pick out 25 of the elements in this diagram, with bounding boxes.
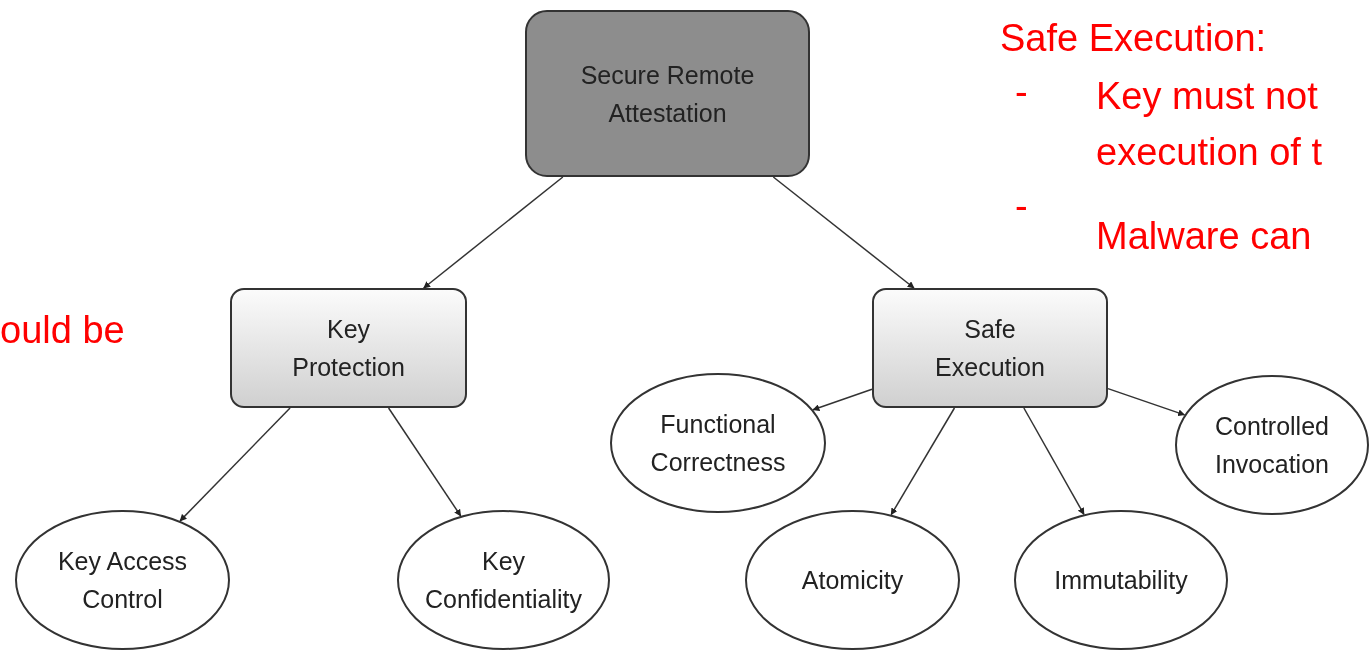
arrow bbox=[387, 407, 462, 517]
node-label: Functional Correctness bbox=[649, 409, 787, 478]
bullet-dash: - bbox=[1015, 70, 1028, 115]
note-text: ould be bbox=[0, 308, 125, 353]
node-label: Atomicity bbox=[800, 565, 905, 596]
node-label: Key Confidentiality bbox=[424, 546, 583, 615]
arrow bbox=[890, 407, 956, 516]
node-label: Immutability bbox=[1053, 565, 1189, 596]
arrow bbox=[179, 407, 291, 522]
bullet-text: Key must not execution of t bbox=[1096, 74, 1324, 175]
node-label: Key Access Control bbox=[56, 546, 189, 615]
node-label: Key Protection bbox=[291, 314, 406, 383]
bullet-dash: - bbox=[1015, 184, 1028, 229]
arrow bbox=[812, 388, 873, 411]
process-box bbox=[872, 288, 1108, 408]
heading-text: Safe Execution: bbox=[1000, 16, 1267, 61]
arrow bbox=[422, 176, 564, 289]
node-label: Safe Execution bbox=[934, 314, 1046, 383]
process-box bbox=[230, 288, 467, 408]
arrow bbox=[1023, 407, 1085, 516]
node-label: Secure Remote Attestation bbox=[579, 59, 756, 129]
node-label: Controlled Invocation bbox=[1214, 411, 1330, 480]
bullet-text: Malware can bbox=[1096, 214, 1312, 259]
process-box bbox=[525, 10, 810, 177]
arrow bbox=[772, 176, 915, 289]
